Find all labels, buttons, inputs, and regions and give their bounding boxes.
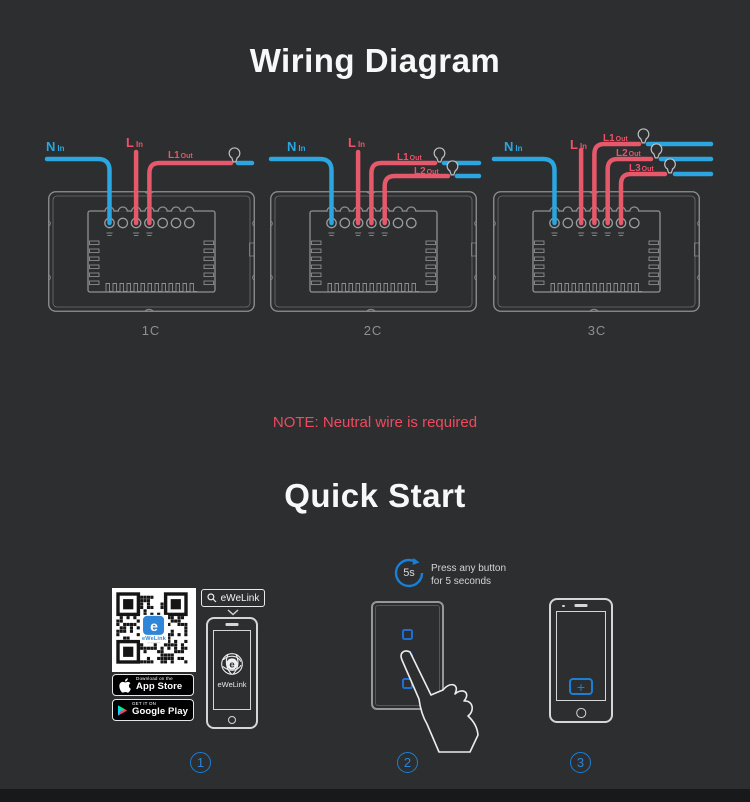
caption-3c: 3C (587, 323, 607, 338)
wiring-title: Wiring Diagram (249, 42, 501, 79)
home-button (228, 716, 236, 724)
lamp3-icon-3c (664, 158, 676, 174)
phone-speaker (574, 604, 588, 607)
wiring-diagram-svg (44, 128, 714, 312)
caption-2c: 2C (363, 323, 383, 338)
qr-logo: e eWeLink (140, 614, 168, 643)
google-play-icon (118, 704, 127, 716)
svg-text:e: e (229, 659, 234, 670)
phone-screen: + (556, 611, 606, 701)
phone-illustration-download: e eWeLink (206, 617, 258, 729)
wire-label-l2-2c: L2Out (414, 166, 439, 177)
phone-speaker (225, 623, 239, 626)
wire-l1-out-2c (369, 160, 438, 226)
caption-1c: 1C (141, 323, 161, 338)
wire-label-l1-3c: L1Out (603, 133, 628, 144)
wire-l3-out-3c (618, 171, 668, 226)
wire-l2-out-3c (605, 156, 654, 226)
search-icon (207, 593, 217, 603)
search-box[interactable]: eWeLink (201, 589, 265, 607)
timer-arc-icon (394, 558, 424, 588)
lamp2-icon-2c (446, 160, 459, 176)
ewelink-logo-icon: e (143, 615, 165, 635)
lamp-icon-1c (228, 147, 241, 163)
phone-illustration-add: + (549, 598, 613, 723)
terminal-labels-1c (106, 232, 153, 236)
note-text: NOTE: Neutral wire is required (272, 414, 478, 431)
step-number-3: 3 (570, 752, 591, 773)
wire-label-l2-3c: L2Out (616, 148, 641, 159)
step-number-2: 2 (397, 752, 418, 773)
timer-5s: 5s (392, 556, 426, 590)
wire-n-in-2c (268, 156, 334, 226)
lamp1-icon-2c (433, 147, 446, 163)
apple-icon (119, 677, 131, 693)
phone-screen: e eWeLink (213, 630, 251, 710)
add-device-button[interactable]: + (569, 678, 593, 695)
quickstart-title: Quick Start (284, 477, 466, 514)
timer-label: 5s (403, 567, 415, 579)
search-label: eWeLink (220, 592, 260, 604)
bottom-bar (0, 789, 750, 802)
lamp1-icon-3c (637, 128, 650, 144)
chevron-down-icon (227, 609, 239, 616)
wire-n-in-3c (491, 156, 557, 226)
app-store-badge[interactable]: Download on the App Store (112, 674, 194, 696)
terminal-labels-3c (551, 232, 624, 236)
wire-l2-out-2c (382, 173, 451, 226)
wire-label-l3-3c: L3Out (629, 163, 654, 174)
step-number-1: 1 (190, 752, 211, 773)
wire-n-in-1c (44, 156, 112, 226)
home-button (576, 708, 586, 718)
ewelink-app-icon: e (221, 652, 243, 675)
wire-l1-out-1c (147, 160, 234, 226)
terminal-labels-2c (328, 232, 388, 236)
google-play-badge[interactable]: GET IT ON Google Play (112, 699, 194, 721)
app-label: eWeLink (217, 679, 247, 689)
wire-label-l1-2c: L1Out (397, 152, 422, 163)
instruction-text: Press any button for 5 seconds (431, 563, 507, 587)
hand-pointer-icon (400, 650, 479, 753)
touch-button-top[interactable] (402, 629, 413, 640)
wire-l1-out-3c (592, 141, 642, 226)
lamp2-icon-3c (650, 143, 663, 159)
qr-code: e eWeLink (112, 588, 196, 672)
wire-label-l1-1c: L1Out (168, 150, 193, 161)
phone-camera-dot (562, 604, 565, 607)
